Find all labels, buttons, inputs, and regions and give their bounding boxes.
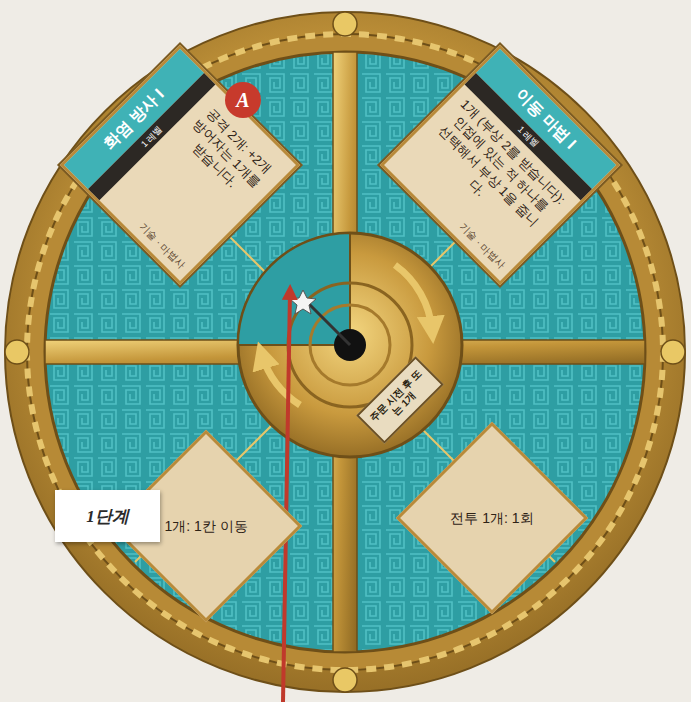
rim-rosettes — [5, 12, 685, 692]
spell-card: 이동 마법 I1 레벨1개 (부상 2를 받습니다): 인접에 있는 적 하나를… — [380, 45, 620, 285]
dial-plate: 주문 시전 후 또는 1개 — [356, 356, 444, 444]
dial-text: 주문 시전 후 또는 1개 — [362, 362, 438, 438]
center-dial — [238, 233, 462, 457]
ornament-ring — [27, 34, 663, 670]
stage-text: 1단계 — [86, 505, 129, 528]
card-title: 화염 방사 I — [64, 49, 204, 189]
outer-ring — [5, 12, 685, 692]
spell-card: 화염 방사 I1 레벨공격 2개: +2개 방어자는 1개를 받습니다.기술 ·… — [60, 45, 300, 285]
slot-effect: 1개: 1칸 이동 — [161, 517, 251, 536]
card-effect: 공격 2개: +2개 방어자는 1개를 받습니다. — [174, 101, 279, 206]
callout-letter: A — [225, 82, 261, 118]
stage-label: 1단계 — [55, 490, 160, 542]
slot-inner: 전투 1개: 1회 — [427, 453, 557, 583]
card-type: 기술 · 마법사 — [456, 220, 508, 272]
empty-slot: 전투 1개: 1회 — [396, 422, 588, 614]
card-type: 기술 · 마법사 — [136, 220, 188, 272]
slot-effect: 전투 1개: 1회 — [447, 509, 537, 528]
ornament-pattern — [27, 34, 663, 670]
slot-inner: 1개: 1칸 이동 — [141, 461, 271, 591]
pointer-arrow — [283, 292, 290, 702]
